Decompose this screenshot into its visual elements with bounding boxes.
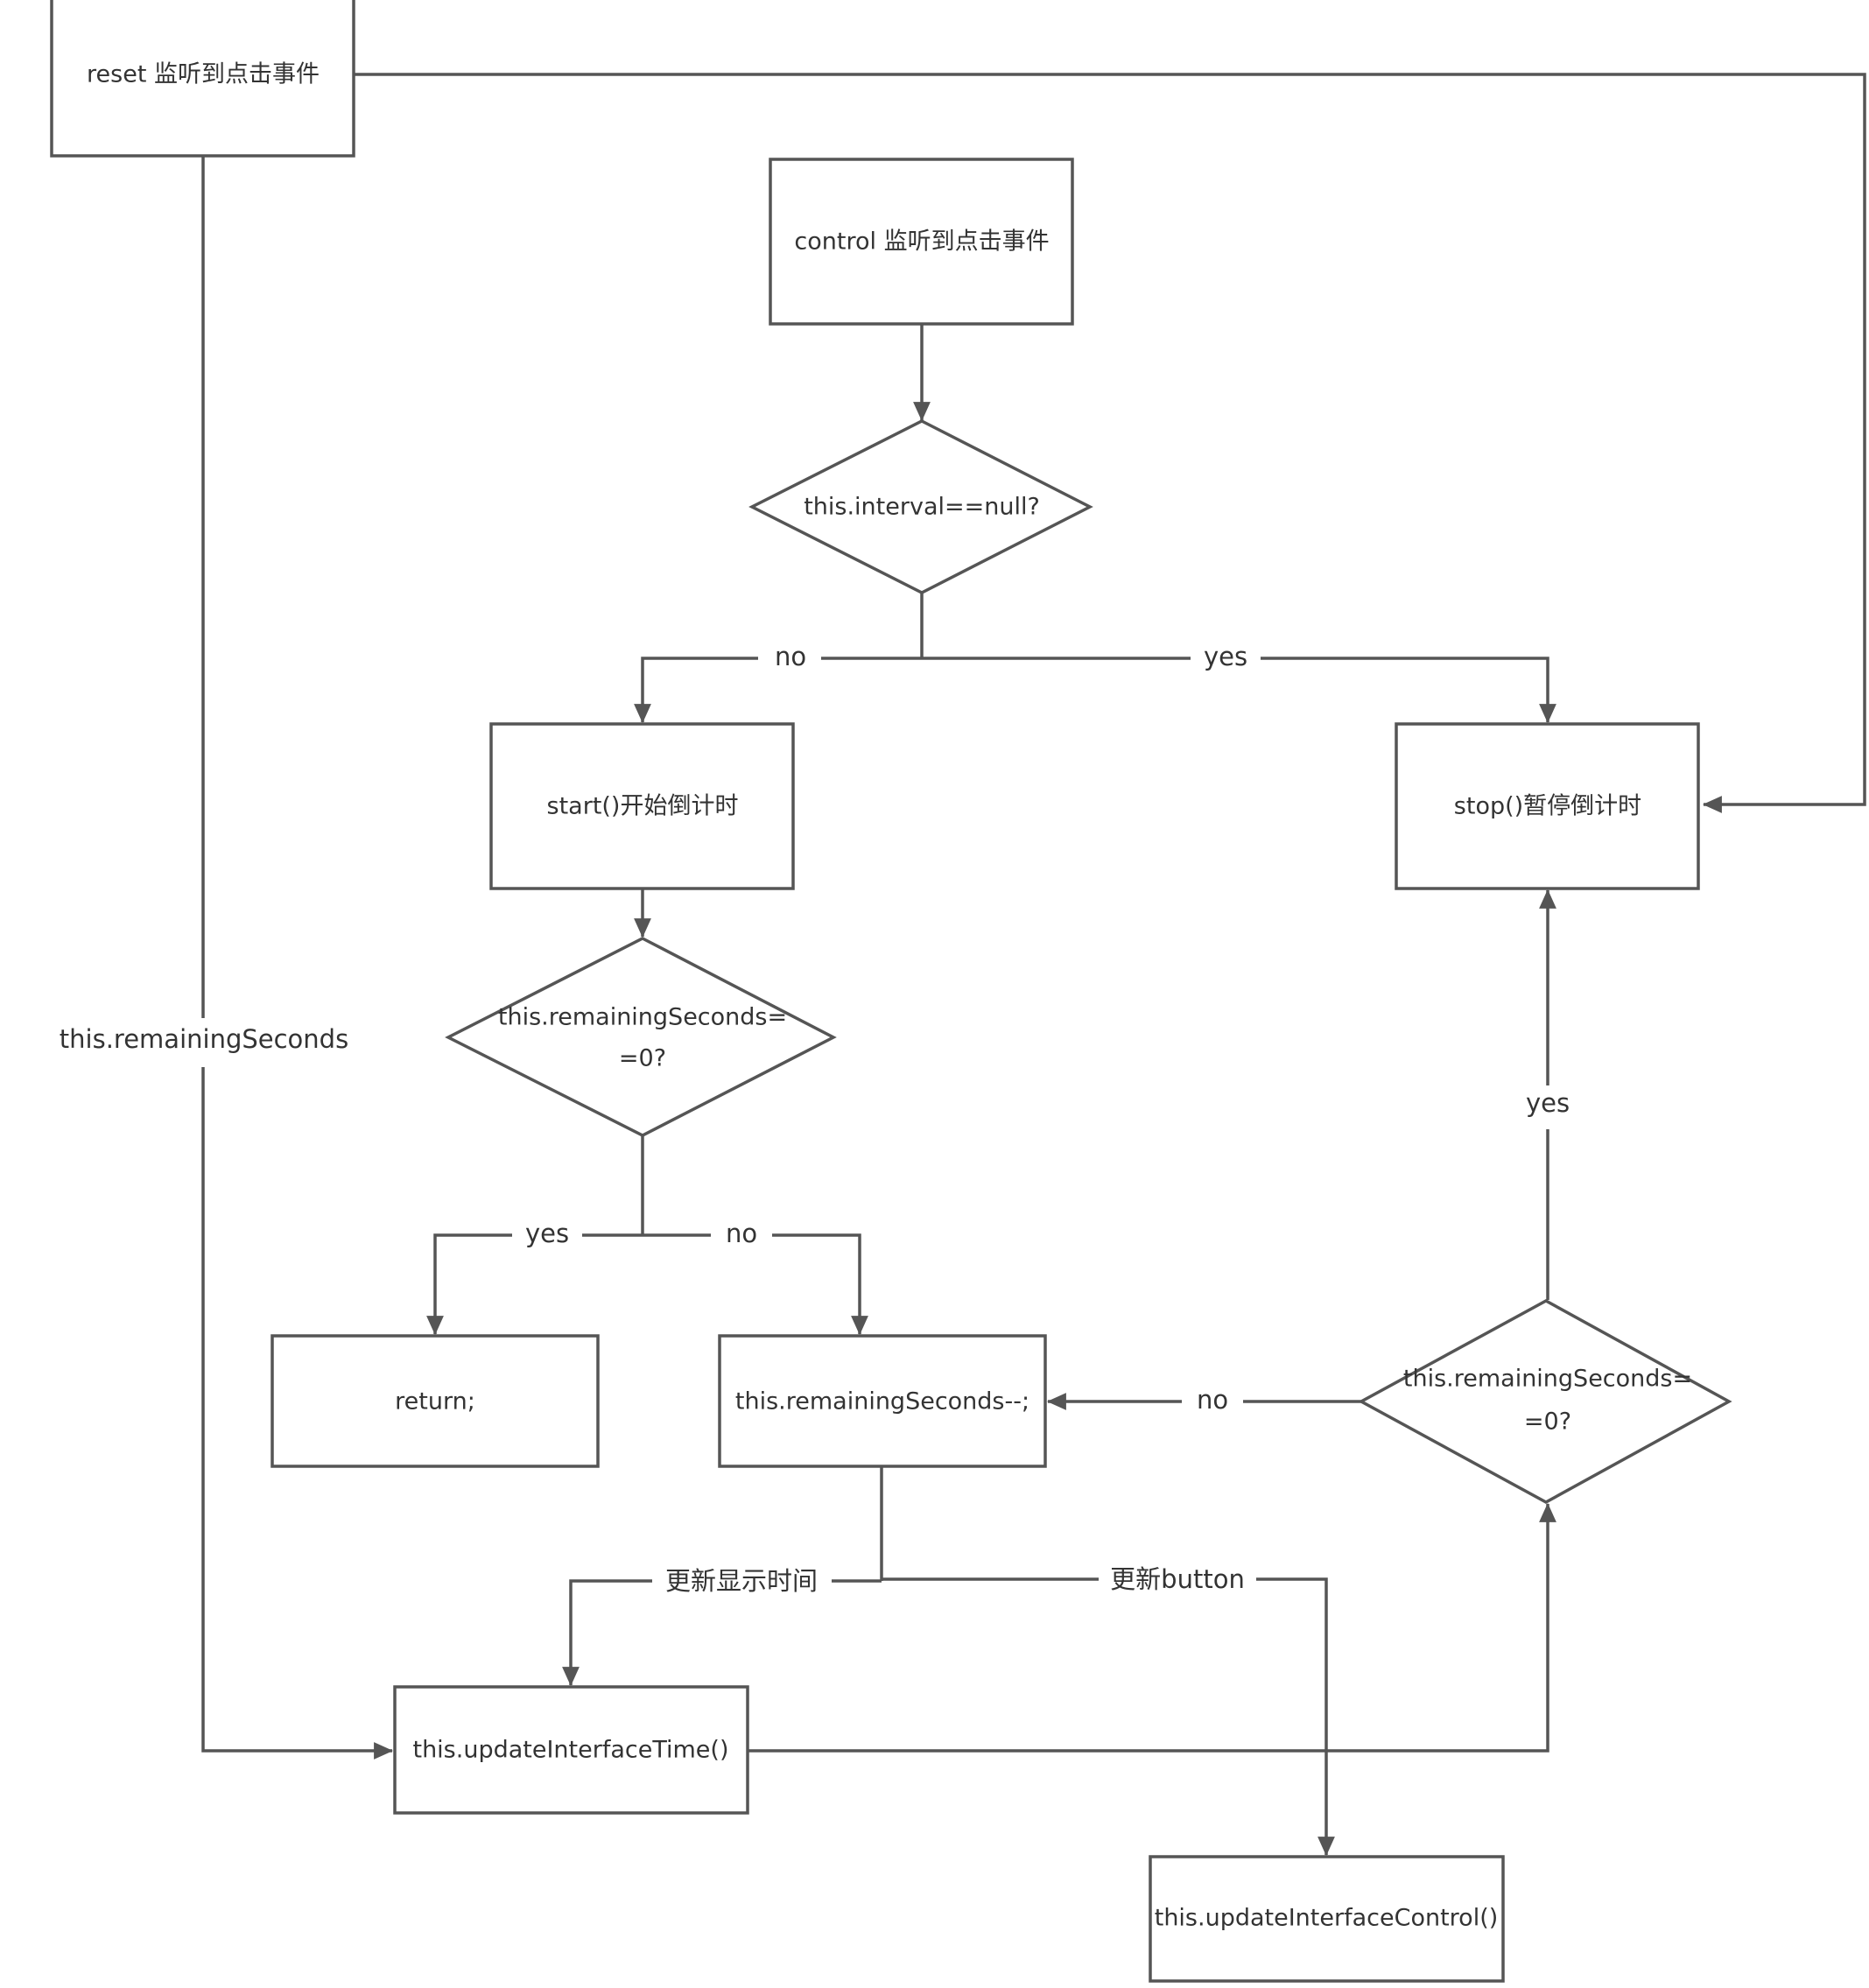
- edge-reset-to-update-time: [201, 156, 394, 1760]
- return-label: return;: [395, 1388, 475, 1415]
- svg-text:no: no: [775, 642, 806, 671]
- remaining-check-right-decision: this.remainingSeconds= =0?: [1358, 1299, 1732, 1504]
- control-event-node: control 监听到点击事件: [769, 158, 1074, 326]
- edge-label-interval-no: no: [758, 641, 821, 676]
- update-time-label: this.updateInterfaceTime(): [412, 1737, 728, 1764]
- update-control-node: this.updateInterfaceControl(): [1149, 1855, 1505, 1983]
- start-label: start()开始倒计时: [547, 793, 739, 820]
- svg-text:no: no: [1197, 1385, 1228, 1415]
- edge-update-time-to-right-check: [748, 1502, 1556, 1753]
- remaining-check-right-line1: this.remainingSeconds=: [1403, 1366, 1692, 1393]
- edge-decrement-to-update-control: [882, 1577, 1335, 1857]
- edge-interval-no-to-start: [634, 657, 922, 724]
- remaining-check-right-line2: =0?: [1524, 1408, 1571, 1436]
- start-node: start()开始倒计时: [489, 722, 795, 890]
- edge-label-left-check-yes: yes: [512, 1218, 582, 1253]
- interval-check-decision: this.interval==null?: [748, 419, 1093, 594]
- svg-text:this.remainingSeconds: this.remainingSeconds: [60, 1024, 348, 1054]
- edge-reset-to-stop: [355, 73, 1866, 813]
- svg-text:更新显示时间: 更新显示时间: [665, 1566, 818, 1596]
- stop-node: stop()暂停倒计时: [1395, 722, 1700, 890]
- control-event-label: control 监听到点击事件: [794, 228, 1049, 256]
- edge-label-interval-yes: yes: [1191, 641, 1261, 676]
- edge-label-right-check-no: no: [1182, 1384, 1243, 1419]
- update-control-label: this.updateInterfaceControl(): [1155, 1905, 1499, 1932]
- return-node: return;: [271, 1334, 600, 1468]
- svg-text:yes: yes: [525, 1219, 569, 1248]
- svg-text:更新button: 更新button: [1110, 1564, 1245, 1594]
- remaining-check-left-line2: =0?: [619, 1045, 666, 1072]
- reset-event-node: reset 监听到点击事件: [50, 0, 355, 158]
- decrement-node: this.remainingSeconds--;: [718, 1334, 1047, 1468]
- svg-text:no: no: [726, 1219, 757, 1248]
- edge-label-update-display-time: 更新显示时间: [652, 1562, 832, 1600]
- edge-interval-yes-to-stop: [922, 657, 1556, 724]
- edge-label-update-button: 更新button: [1099, 1560, 1256, 1598]
- reset-event-label: reset 监听到点击事件: [87, 61, 320, 88]
- svg-text:yes: yes: [1526, 1088, 1570, 1118]
- remaining-check-left-decision: this.remainingSeconds= =0?: [445, 937, 837, 1137]
- edge-label-right-check-yes: yes: [1513, 1085, 1583, 1129]
- svg-text:yes: yes: [1204, 642, 1247, 671]
- update-time-node: this.updateInterfaceTime(): [393, 1685, 749, 1815]
- edge-label-reset-remaining-seconds: this.remainingSeconds: [60, 1018, 348, 1067]
- remaining-check-left-line1: this.remainingSeconds=: [498, 1004, 787, 1031]
- interval-check-label: this.interval==null?: [804, 494, 1040, 521]
- decrement-label: this.remainingSeconds--;: [735, 1388, 1029, 1415]
- stop-label: stop()暂停倒计时: [1454, 793, 1641, 820]
- edge-label-left-check-no: no: [711, 1218, 772, 1253]
